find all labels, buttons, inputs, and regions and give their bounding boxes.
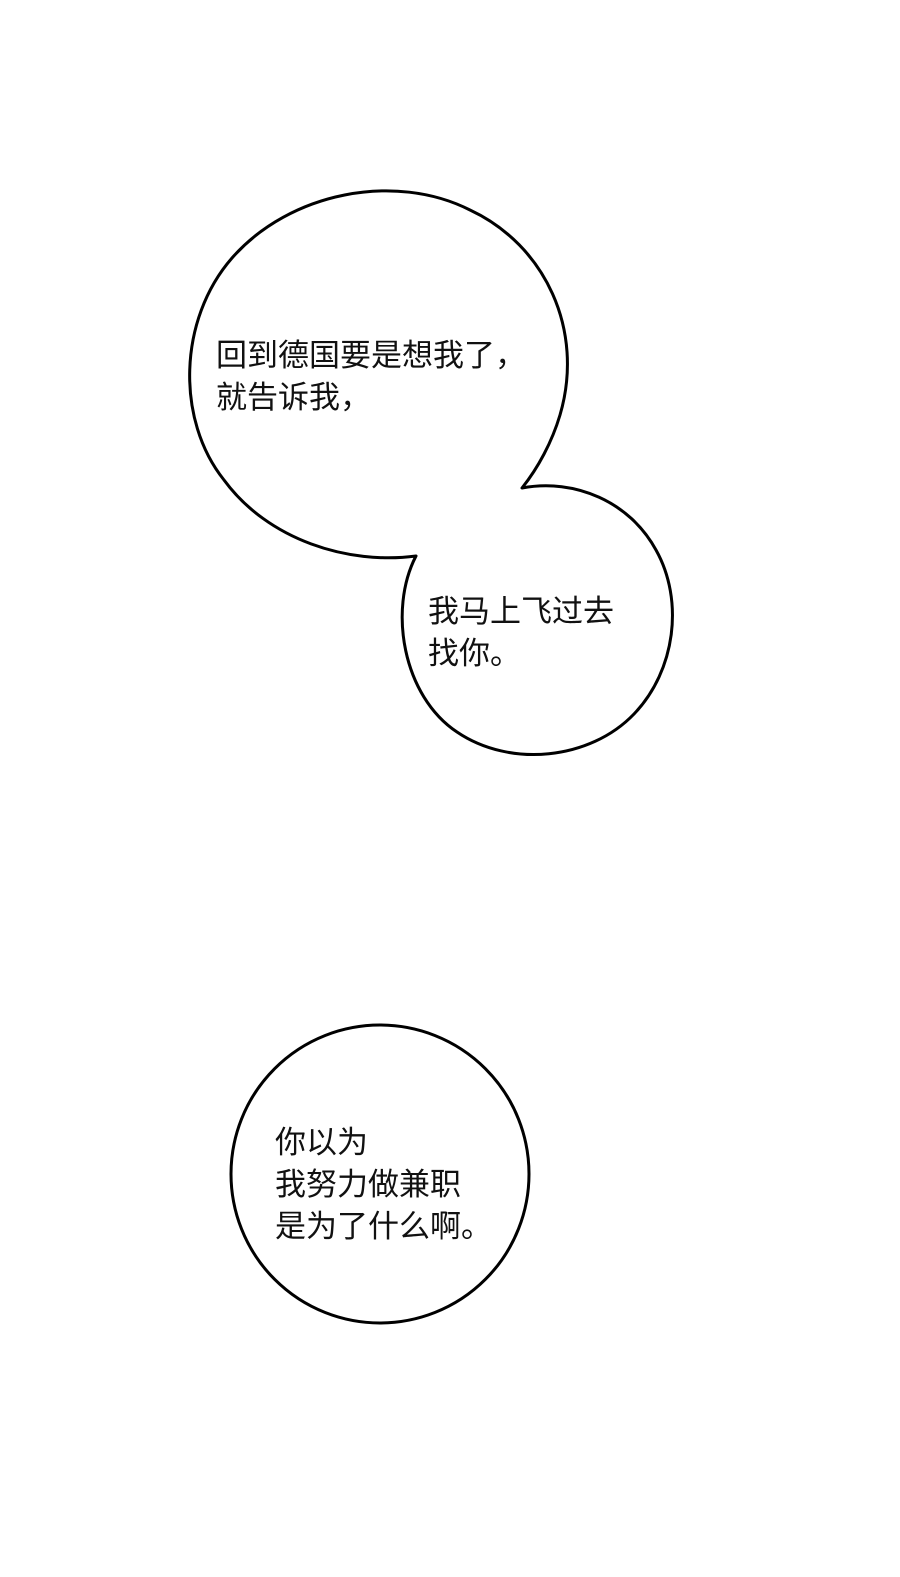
bubble-text-1: 回到德国要是想我了， 就告诉我， — [216, 335, 526, 419]
dialogue-line: 回到德国要是想我了， — [216, 338, 526, 374]
speech-bubble-round — [229, 1023, 531, 1325]
bubble-text-2: 我马上飞过去 找你。 — [428, 591, 614, 675]
dialogue-line: 是为了什么啊。 — [275, 1209, 492, 1245]
bubble-text-3: 你以为 我努力做兼职 是为了什么啊。 — [275, 1122, 492, 1248]
dialogue-line: 我马上飞过去 — [428, 594, 614, 630]
dialogue-line: 找你。 — [428, 636, 521, 672]
speech-bubble-pair — [188, 189, 674, 756]
dialogue-line: 就告诉我， — [216, 380, 371, 416]
dialogue-line: 我努力做兼职 — [275, 1167, 461, 1203]
dialogue-line: 你以为 — [275, 1125, 368, 1161]
